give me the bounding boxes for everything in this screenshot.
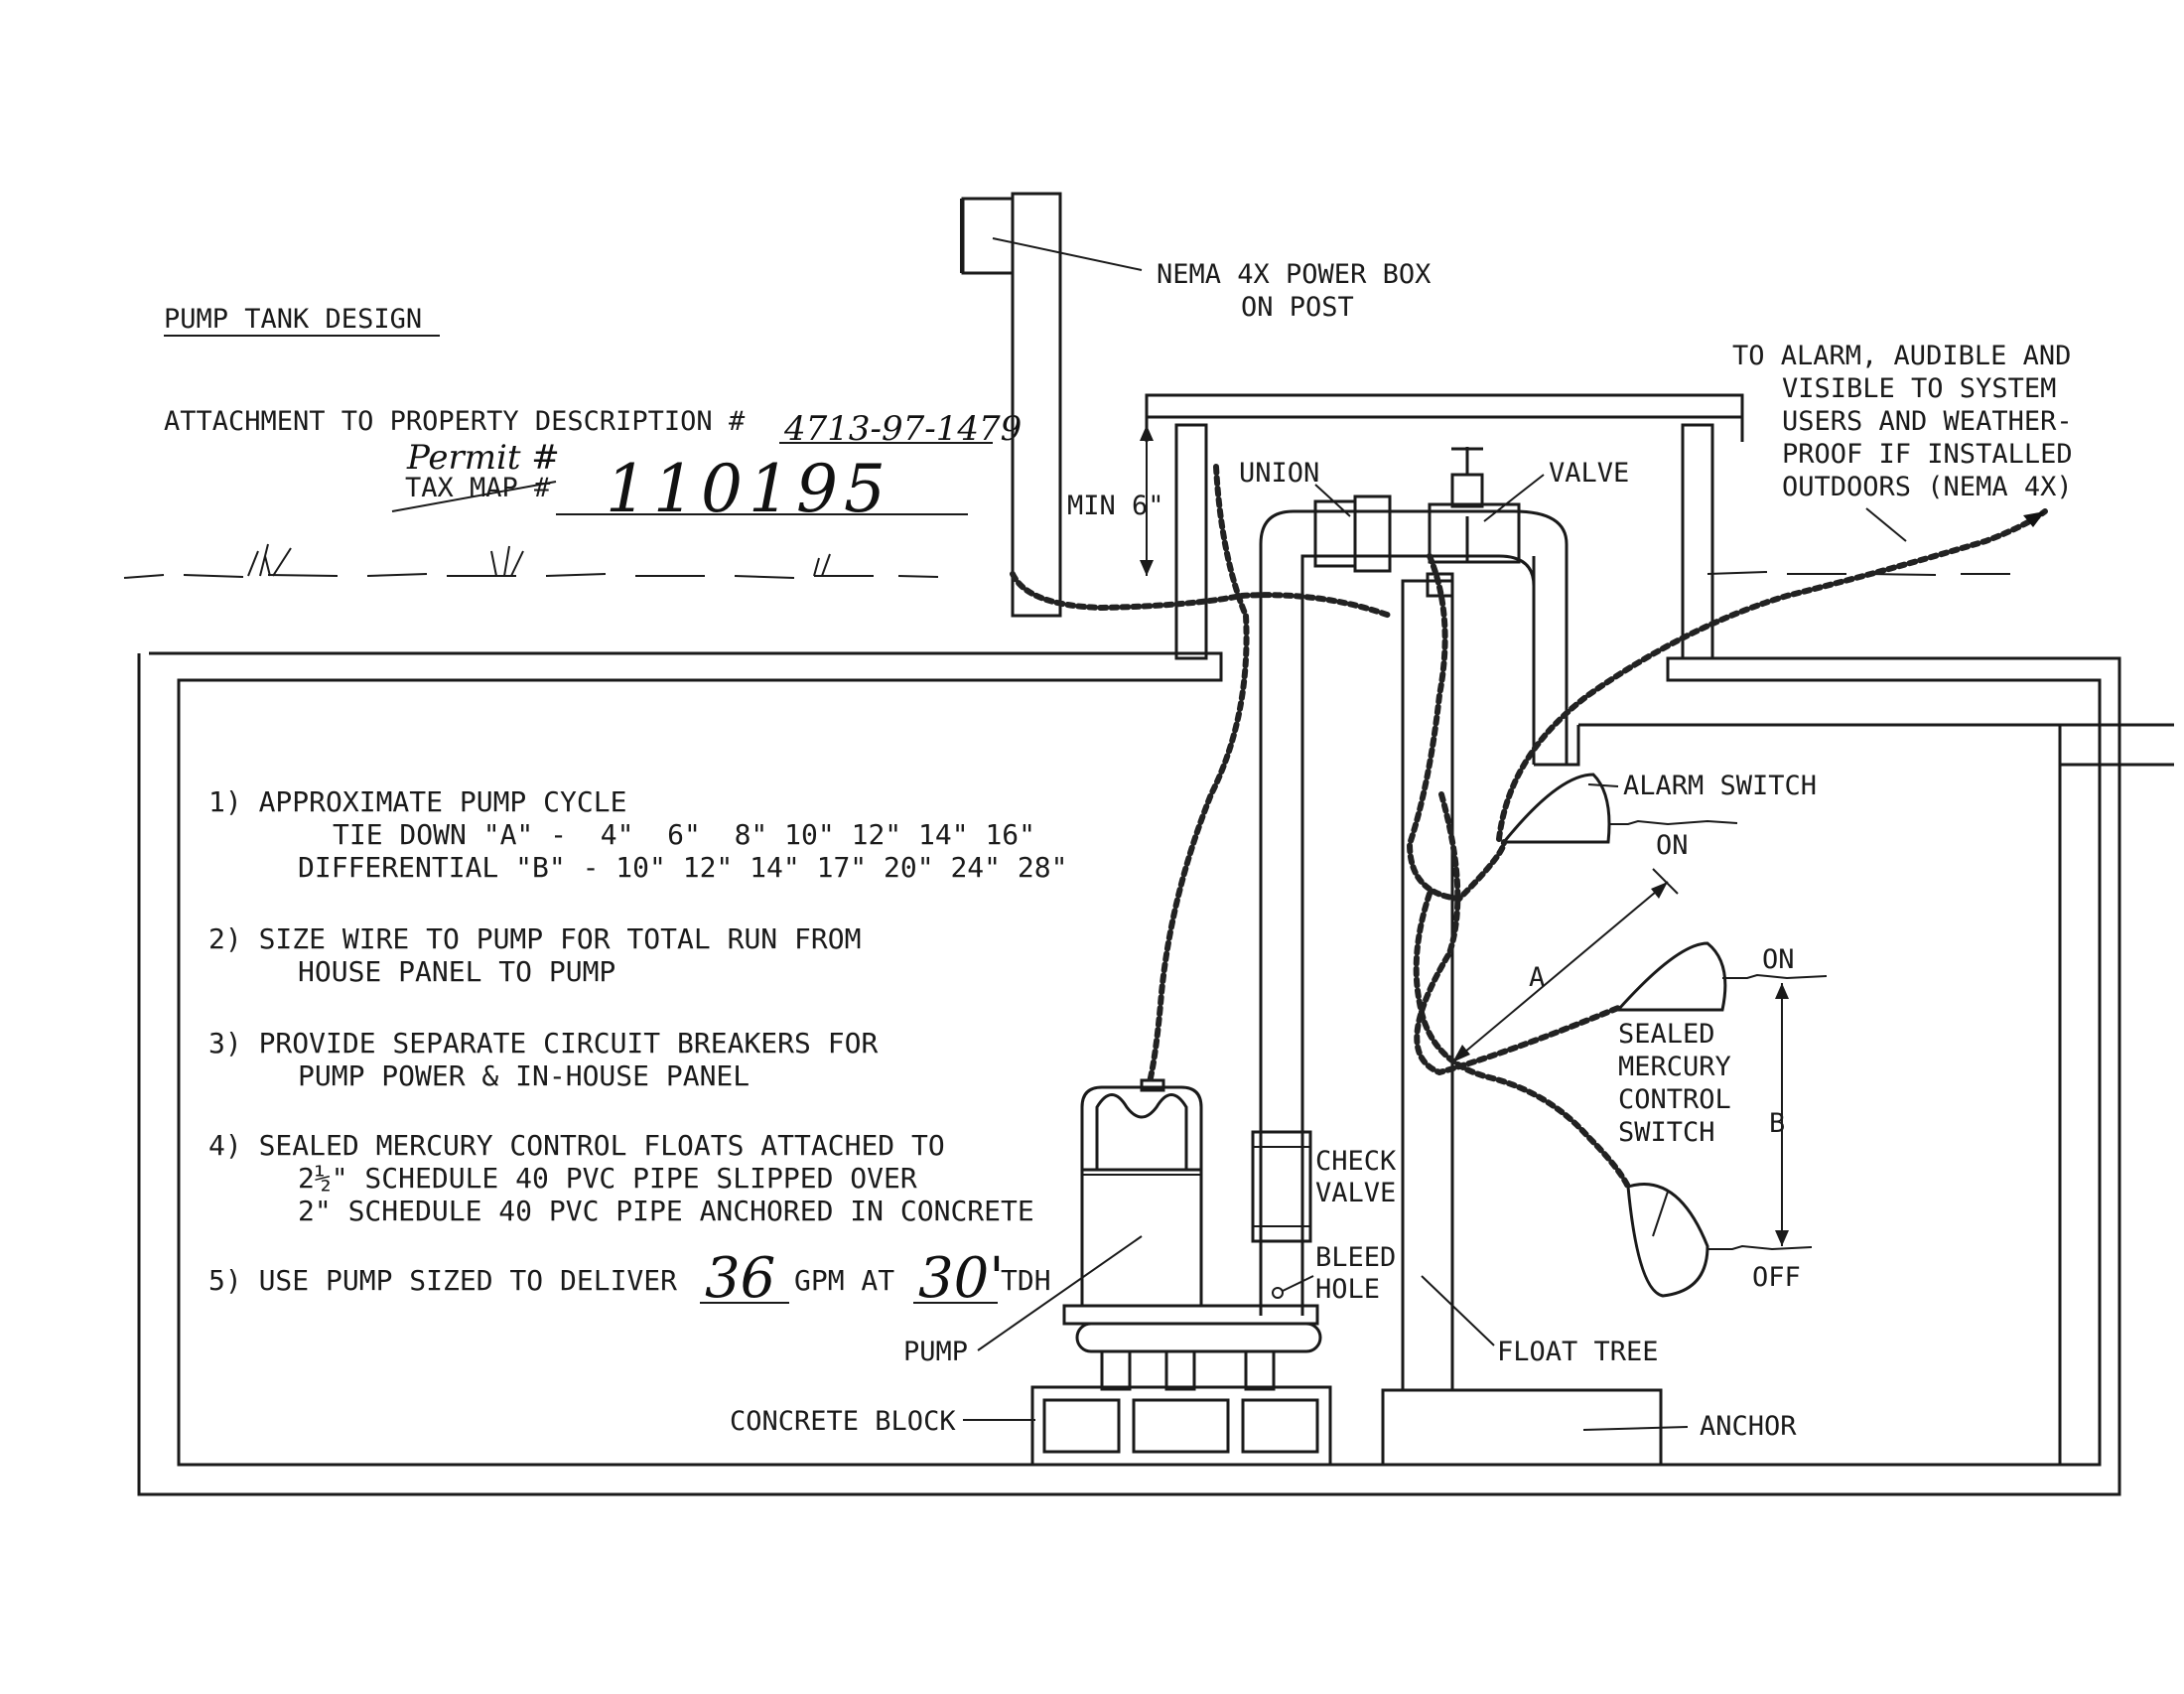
ground-line <box>123 571 2010 579</box>
alarm-level-line <box>1608 819 1738 826</box>
union-leader <box>1314 484 1351 517</box>
dim-a-label: A <box>1529 962 1545 993</box>
svg-text:PROOF IF INSTALLED: PROOF IF INSTALLED <box>1782 439 2073 470</box>
bleed-hole <box>1272 1287 1284 1299</box>
bleed-hole-label-2: HOLE <box>1315 1274 1380 1305</box>
control-wire-off <box>1413 891 1631 1190</box>
valve-label: VALVE <box>1549 458 1629 489</box>
svg-text:CONTROL: CONTROL <box>1618 1084 1731 1115</box>
on-label-upper: ON <box>1656 830 1689 861</box>
pump-label: PUMP <box>903 1337 968 1367</box>
alarm-wire <box>1406 553 1507 903</box>
alarm-wire-arrow <box>2023 511 2045 527</box>
grass-tuft <box>490 545 524 577</box>
power-post <box>960 192 1062 618</box>
alarm-note-leader <box>1865 507 1907 542</box>
dimension-a <box>1451 868 1679 1063</box>
check-valve-label-1: CHECK <box>1315 1146 1397 1177</box>
pump-wire <box>1147 464 1250 1085</box>
note-3b: PUMP POWER & IN-HOUSE PANEL <box>298 1059 750 1092</box>
valve-fitting <box>1428 447 1521 564</box>
check-valve-label-2: VALVE <box>1315 1178 1396 1208</box>
note-5-prefix: 5) USE PUMP SIZED TO DELIVER <box>208 1264 677 1297</box>
on-level-line <box>1722 973 1828 980</box>
alarm-float <box>1500 773 1611 844</box>
power-box-label-1: NEMA 4X POWER BOX <box>1157 259 1431 290</box>
note-3a: 3) PROVIDE SEPARATE CIRCUIT BREAKERS FOR <box>208 1027 878 1059</box>
union-fitting <box>1313 494 1392 573</box>
anchor-label: ANCHOR <box>1700 1411 1797 1442</box>
pump-leader <box>977 1235 1143 1351</box>
bleed-hole-leader <box>1282 1275 1314 1292</box>
note-4b: 2½" SCHEDULE 40 PVC PIPE SLIPPED OVER <box>298 1162 917 1195</box>
note-2b: HOUSE PANEL TO PUMP <box>298 955 615 988</box>
note-2a: 2) SIZE WIRE TO PUMP FOR TOTAL RUN FROM <box>208 922 861 955</box>
concrete-block <box>1030 1385 1332 1467</box>
float-tree-label: FLOAT TREE <box>1497 1337 1659 1367</box>
off-label: OFF <box>1752 1262 1801 1293</box>
svg-text:USERS AND WEATHER-: USERS AND WEATHER- <box>1782 406 2073 437</box>
pump <box>1062 1078 1322 1391</box>
sealed-switch-label: SEALED MERCURY CONTROL SWITCH <box>1618 1019 1731 1148</box>
note-4a: 4) SEALED MERCURY CONTROL FLOATS ATTACHE… <box>208 1129 945 1162</box>
discharge-pipe <box>1259 509 1569 1316</box>
note-5-suffix: TDH <box>1001 1264 1051 1297</box>
note-5-tdh-value: 30' <box>918 1246 1005 1311</box>
grass-tuft <box>813 553 831 577</box>
drawing-title: PUMP TANK DESIGN <box>164 304 422 335</box>
svg-text:VISIBLE TO SYSTEM: VISIBLE TO SYSTEM <box>1782 373 2056 404</box>
min-height-label: MIN 6" <box>1067 491 1164 521</box>
permit-struck-label: TAX MAP # <box>405 473 551 503</box>
dimension-b <box>1775 983 1789 1246</box>
notes: 1) APPROXIMATE PUMP CYCLE TIE DOWN "A" -… <box>208 785 1067 1311</box>
valve-leader <box>1483 474 1545 522</box>
attachment-label: ATTACHMENT TO PROPERTY DESCRIPTION # <box>164 406 746 437</box>
note-4c: 2" SCHEDULE 40 PVC PIPE ANCHORED IN CONC… <box>298 1195 1034 1227</box>
note-1-tiedown: TIE DOWN "A" - 4" 6" 8" 10" 12" 14" 16" <box>333 818 1035 851</box>
power-box-leader <box>992 237 1143 271</box>
control-float-on <box>1614 941 1727 1012</box>
control-wire-on <box>1414 791 1621 1076</box>
control-float-off <box>1626 1183 1709 1298</box>
concrete-block-label: CONCRETE BLOCK <box>730 1406 956 1437</box>
permit-handwritten-label: Permit # <box>406 438 560 478</box>
svg-text:MERCURY: MERCURY <box>1618 1052 1731 1082</box>
union-label: UNION <box>1239 458 1319 489</box>
permit-number: 110195 <box>606 451 891 527</box>
note-1: 1) APPROXIMATE PUMP CYCLE <box>208 785 626 818</box>
bleed-hole-label-1: BLEED <box>1315 1242 1396 1273</box>
anchor-block <box>1381 1388 1663 1467</box>
power-wire <box>1010 571 1393 619</box>
power-box-label-2: ON POST <box>1241 292 1354 323</box>
float-tree <box>1401 572 1454 1392</box>
svg-text:SEALED: SEALED <box>1618 1019 1715 1050</box>
grass-tuft <box>247 543 292 577</box>
dim-b-label: B <box>1769 1108 1785 1139</box>
sealed-switch-leader <box>1652 1191 1669 1237</box>
svg-text:SWITCH: SWITCH <box>1618 1117 1715 1148</box>
alarm-switch-label: ALARM SWITCH <box>1623 771 1817 801</box>
note-5-mid: GPM AT <box>794 1264 894 1297</box>
note-5-gpm: 36 <box>705 1246 775 1311</box>
float-tree-leader <box>1421 1275 1495 1346</box>
min-height-dimension <box>1140 425 1154 576</box>
svg-text:OUTDOORS (NEMA 4X): OUTDOORS (NEMA 4X) <box>1782 472 2073 502</box>
strike-line <box>391 481 557 512</box>
alarm-switch-leader <box>1587 783 1619 787</box>
note-1-differential: DIFFERENTIAL "B" - 10" 12" 14" 17" 20" 2… <box>298 851 1067 884</box>
on-label-lower: ON <box>1762 944 1795 975</box>
check-valve <box>1251 1130 1312 1243</box>
svg-text:TO ALARM, AUDIBLE AND: TO ALARM, AUDIBLE AND <box>1732 341 2071 371</box>
off-level-line <box>1707 1244 1813 1251</box>
alarm-note: TO ALARM, AUDIBLE AND VISIBLE TO SYSTEM … <box>1732 341 2073 502</box>
anchor-leader <box>1582 1426 1689 1431</box>
alarm-outdoor-wire <box>1496 508 2048 842</box>
